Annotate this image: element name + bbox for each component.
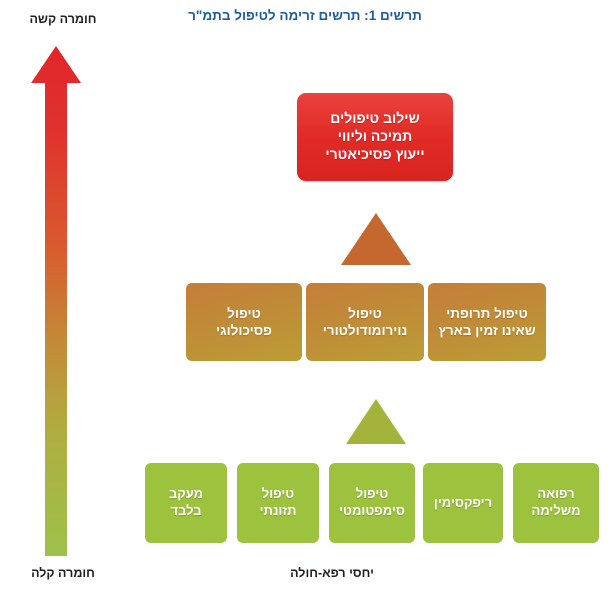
page-title: תרשים 1: תרשים זרימה לטיפול בתמ"ר: [188, 8, 422, 23]
node-line: משלימה: [531, 503, 581, 518]
treatment-node-nutritional[interactable]: טיפול תזונתי: [237, 463, 319, 543]
treatment-node-pharmacological-unavailable[interactable]: טיפול תרופתי שאינו זמין בארץ: [428, 283, 546, 361]
node-text: רפואה משלימה: [531, 486, 580, 519]
node-line: ריפקסימין: [433, 494, 493, 510]
node-line: תמיכה וליווי: [337, 128, 413, 145]
treatment-node-combined[interactable]: שילוב טיפולים תמיכה וליווי ייעוץ פסיכיאט…: [297, 93, 453, 181]
lower-triangle-icon: [346, 399, 406, 444]
severity-axis-arrow: [28, 46, 84, 556]
node-text: שילוב טיפולים תמיכה וליווי ייעוץ פסיכיאט…: [325, 110, 424, 164]
node-line: טיפול תרופתי: [446, 305, 528, 321]
treatment-node-symptomatic[interactable]: טיפול סימפטומטי: [329, 463, 415, 543]
treatment-node-monitoring-only[interactable]: מעקב בלבד: [145, 463, 227, 543]
node-text: טיפול תזונתי: [260, 486, 297, 519]
severity-gradient-arrow-icon: [31, 46, 81, 556]
node-text: טיפול פסיכולוגי: [216, 305, 272, 340]
node-line: מעקב: [168, 486, 204, 502]
node-text: מעקב בלבד: [169, 486, 203, 519]
treatment-node-psychological[interactable]: טיפול פסיכולוגי: [186, 283, 302, 361]
node-line: נוירומודולטורי: [322, 323, 408, 338]
node-line: טיפול: [227, 305, 261, 321]
node-text: טיפול תרופתי שאינו זמין בארץ: [438, 305, 535, 340]
node-text: טיפול סימפטומטי: [339, 486, 405, 519]
axis-label-mild: חומרה קלה: [31, 566, 95, 580]
treatment-node-rifaximin[interactable]: ריפקסימין: [423, 463, 503, 543]
node-text: ריפקסימין: [434, 495, 492, 512]
node-line: שילוב טיפולים: [330, 110, 420, 127]
upper-triangle-icon: [341, 213, 411, 265]
node-line: ייעוץ פסיכיאטרי: [325, 145, 425, 162]
node-line: טיפול: [261, 486, 295, 502]
node-line: רפואה: [537, 486, 575, 502]
axis-label-doctor-patient: יחסי רפא-חולה: [290, 566, 374, 580]
node-line: פסיכולוגי: [216, 323, 272, 338]
treatment-node-neuromodulatory[interactable]: טיפול נוירומודולטורי: [306, 283, 424, 361]
node-line: תזונתי: [259, 503, 297, 518]
axis-label-severe: חומרה קשה: [29, 12, 97, 26]
node-line: טיפול: [348, 305, 382, 321]
node-line: סימפטומטי: [339, 503, 405, 518]
node-line: טיפול: [355, 486, 389, 502]
node-line: בלבד: [170, 503, 202, 518]
treatment-node-complementary-medicine[interactable]: רפואה משלימה: [513, 463, 599, 543]
node-text: טיפול נוירומודולטורי: [323, 305, 408, 340]
node-line: שאינו זמין בארץ: [438, 323, 536, 338]
